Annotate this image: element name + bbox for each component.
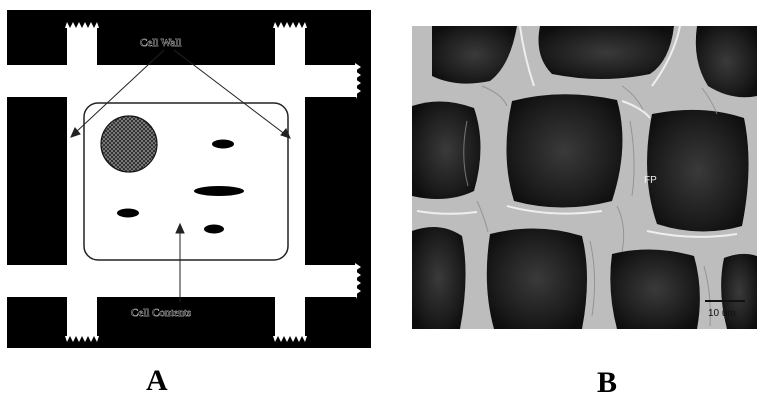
organelle-2 bbox=[194, 186, 244, 196]
organelle-1 bbox=[212, 140, 234, 149]
scale-bar-label: 10 um bbox=[708, 308, 736, 319]
cell-wall-label: Cell Wall bbox=[140, 37, 181, 49]
nucleus bbox=[101, 116, 157, 172]
fp-label: FP bbox=[644, 175, 657, 186]
organelle-4 bbox=[204, 225, 224, 234]
scale-bar bbox=[705, 300, 745, 302]
panel-b-letter: B bbox=[597, 366, 617, 400]
cell-schematic-diagram: Cell Wall Cell Contents bbox=[7, 10, 371, 348]
cell-contents-label: Cell Contents bbox=[131, 307, 191, 319]
organelle-3 bbox=[117, 209, 139, 218]
sem-micrograph: FP 10 um bbox=[412, 26, 757, 329]
panel-a-letter: A bbox=[146, 364, 168, 398]
